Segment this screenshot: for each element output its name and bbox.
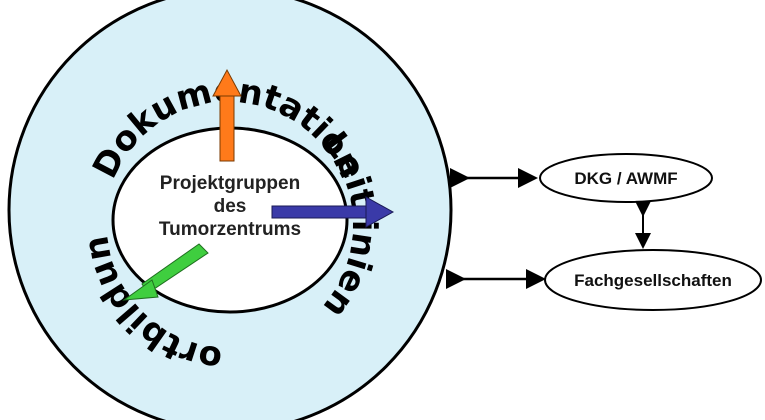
arrow-right-leitlinien (271, 196, 395, 228)
arrow-up-dokumentation (212, 68, 242, 162)
arrow-down-left-fortbildung (122, 243, 209, 301)
node-fachgesellschaften-label: Fachgesellschaften (574, 271, 732, 290)
center-line-3: Tumorzentrums (159, 219, 301, 240)
center-line-2: des (214, 196, 247, 217)
node-dkg-awmf (539, 153, 713, 203)
node-dkg-awmf-label: DKG / AWMF (574, 169, 677, 188)
center-line-1: Projektgruppen (160, 173, 300, 194)
